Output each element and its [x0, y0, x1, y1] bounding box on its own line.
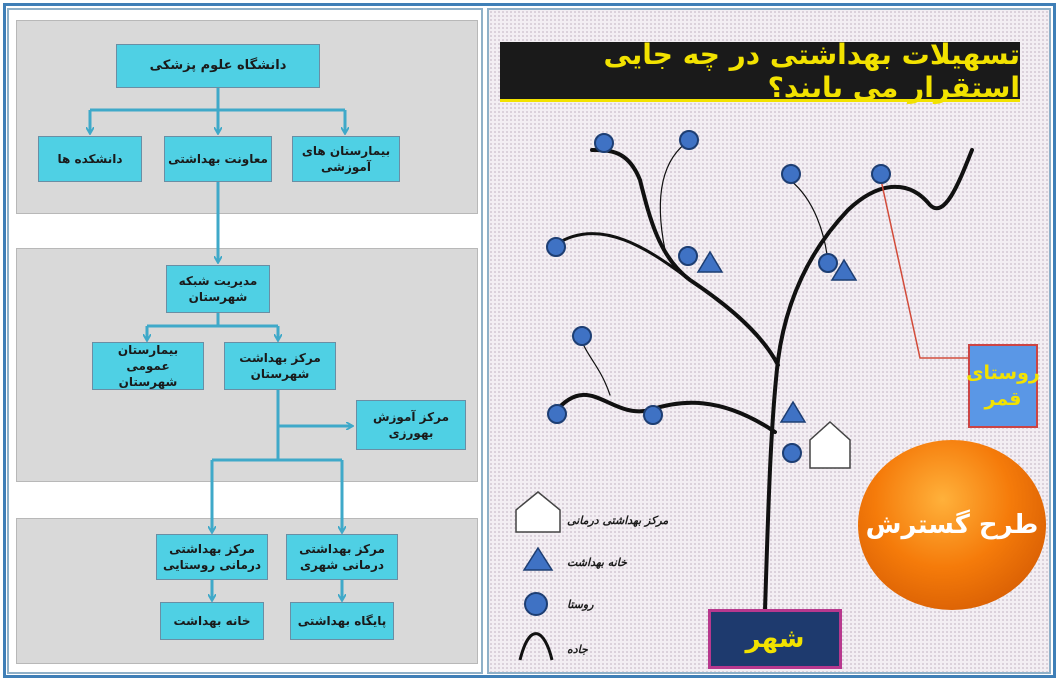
village-label-box: روستای قمر: [966, 344, 1040, 428]
village-node: [643, 405, 663, 425]
urban-center-box: مرکز بهداشتی درمانی شهری: [286, 534, 398, 580]
university-box: دانشگاه علوم پزشکی: [116, 44, 320, 88]
legend-house-icon: [515, 491, 561, 533]
legend-center-label: مرکز بهداشتی درمانی: [567, 514, 669, 527]
lower-left-road: [553, 392, 777, 434]
village-node: [679, 130, 699, 150]
city-label: شهر: [745, 624, 805, 654]
district-hospital-box: بیمارستان عمومی شهرستان: [92, 342, 204, 390]
village-node: [572, 326, 592, 346]
map-title: تسهیلات بهداشتی در چه جایی استقرار می یا…: [603, 37, 1020, 104]
health-center-marker: [809, 420, 851, 469]
health-house-marker: [779, 400, 807, 423]
legend-village-label: روستا: [567, 598, 594, 611]
rural-center-box: مرکز بهداشتی درمانی روستایی: [156, 534, 268, 580]
side-road-2: [789, 179, 829, 263]
village-node: [594, 133, 614, 153]
village-node: [547, 404, 567, 424]
health-deputy-box: معاونت بهداشتی: [164, 136, 272, 182]
village-pointer-line: [880, 179, 969, 359]
village-node: [818, 253, 838, 273]
city-box: شهر: [708, 609, 842, 669]
village-node: [781, 164, 801, 184]
legend-health-house-label: خانه بهداشت: [567, 556, 627, 569]
village-node: [871, 164, 891, 184]
behvarz-center-box: مرکز آموزش بهورزی: [356, 400, 466, 450]
side-road-1: [659, 139, 691, 251]
village-node: [546, 237, 566, 257]
legend-road-icon: [518, 632, 554, 661]
plan-label: طرح گسترش: [865, 510, 1039, 540]
teaching-hospitals-box: بیمارستان های آموزشی: [292, 136, 400, 182]
legend-road-label: جاده: [567, 643, 588, 656]
legend-circle-icon: [524, 592, 548, 616]
health-house-marker: [830, 258, 858, 281]
outer-frame: [3, 3, 1056, 678]
upper-left-road: [553, 232, 692, 282]
plan-circle: طرح گسترش: [858, 440, 1046, 610]
title-bar: تسهیلات بهداشتی در چه جایی استقرار می یا…: [500, 38, 1021, 104]
legend-triangle-icon: [522, 546, 554, 571]
village-node: [782, 443, 802, 463]
health-house-marker: [696, 250, 724, 273]
faculties-box: دانشکده ها: [38, 136, 142, 182]
village-node: [678, 246, 698, 266]
left-branch-road: [590, 148, 780, 367]
district-health-center-box: مرکز بهداشت شهرستان: [224, 342, 336, 390]
health-house-box: خانه بهداشت: [160, 602, 264, 640]
main-road: [763, 148, 974, 612]
district-network-box: مدیریت شبکه شهرستان: [166, 265, 270, 313]
health-post-box: پایگاه بهداشتی: [290, 602, 394, 640]
